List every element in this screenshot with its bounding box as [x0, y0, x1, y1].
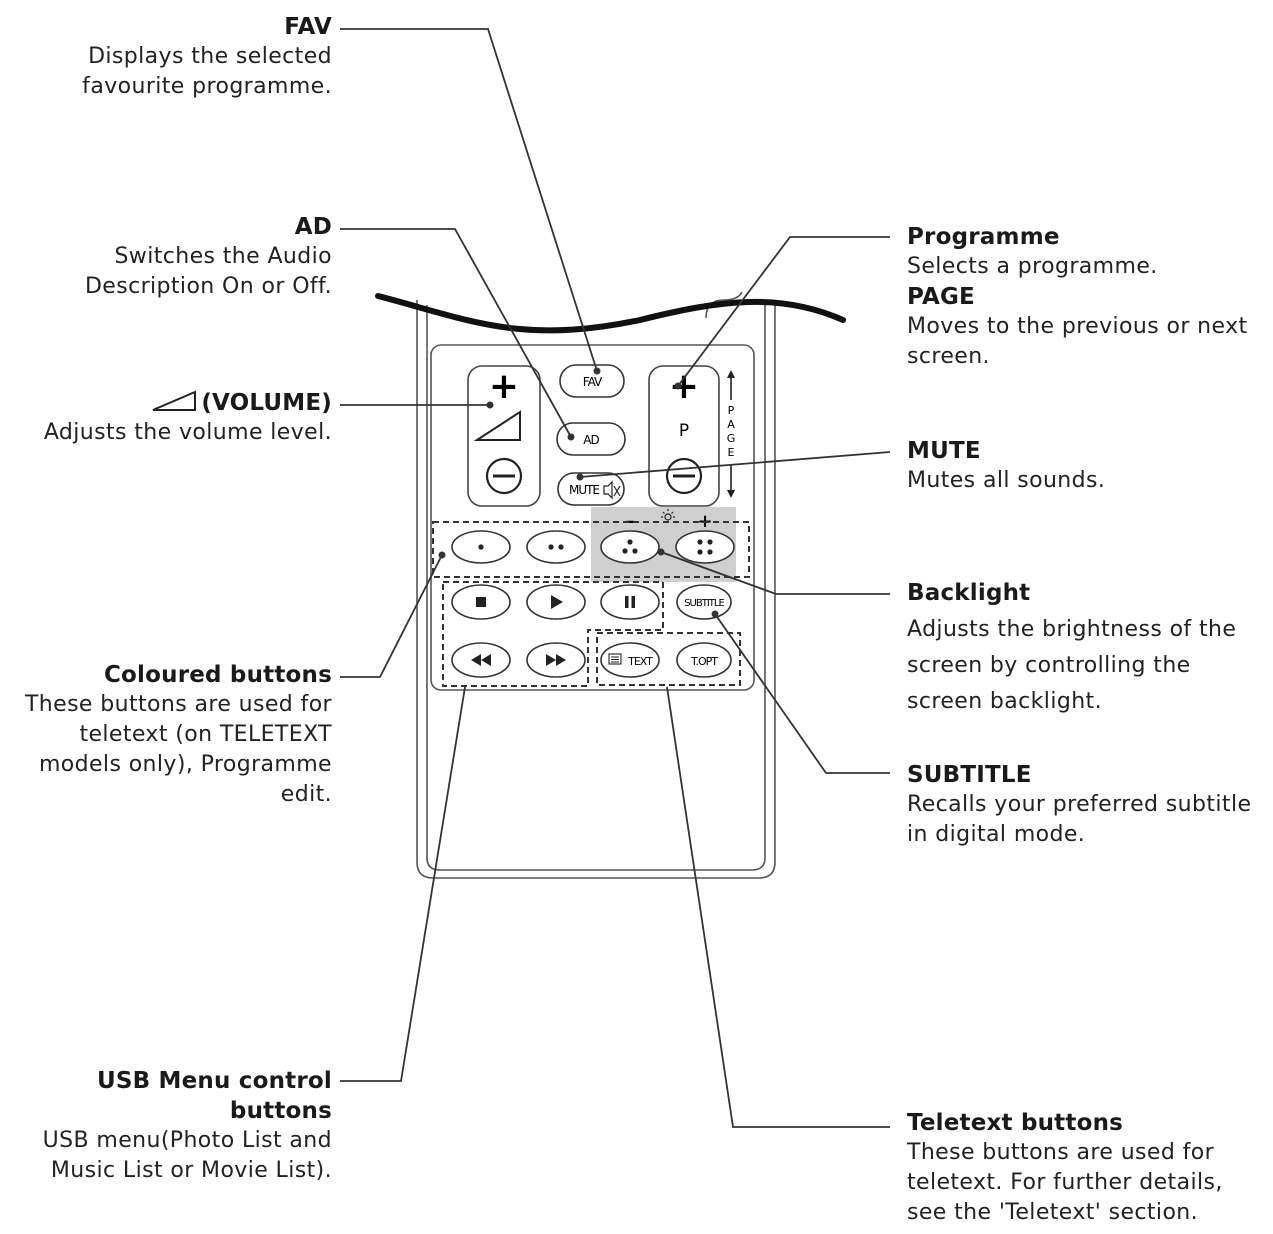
label-backlight-title: Backlight [907, 580, 1031, 606]
programme-leader [677, 236, 890, 387]
stop-icon [476, 597, 486, 607]
teletext-icon [608, 653, 622, 665]
fast-forward-icon [546, 654, 566, 666]
page-letter-g: G [727, 432, 736, 445]
label-ad: AD Switches the Audio Description On or … [40, 212, 332, 302]
fav-key: FAV [559, 364, 625, 398]
label-programme: Programme Selects a programme. PAGE Move… [907, 222, 1269, 372]
mute-key: MUTE [557, 472, 625, 506]
page-letter-p: P [728, 404, 735, 417]
fav-leader [340, 28, 598, 372]
rewind-icon [471, 654, 491, 666]
programme-rocker: + P [648, 365, 720, 507]
volume-ramp-icon [152, 390, 197, 411]
svg-text:MUTE: MUTE [569, 483, 599, 497]
label-coloured: Coloured buttons These buttons are used … [4, 660, 332, 810]
label-subtitle-title: SUBTITLE [907, 762, 1032, 788]
programme-p-glyph: P [679, 421, 689, 441]
programme-plus-glyph: + [669, 366, 699, 407]
backlight-leader [660, 551, 890, 595]
volume-rocker: + [467, 365, 541, 507]
ad-leader [340, 228, 572, 438]
svg-text:–: – [626, 511, 635, 532]
svg-text:AD: AD [583, 433, 599, 447]
label-usb-desc: USB menu(Photo List and Music List or Mo… [42, 1128, 332, 1183]
label-teletext-title: Teletext buttons [907, 1110, 1124, 1136]
label-subtitle-desc: Recalls your preferred subtitle in digit… [907, 792, 1252, 847]
dashed-group-outlines [432, 521, 750, 687]
cutaway-wave [375, 293, 846, 334]
label-fav-desc: Displays the selected favourite programm… [82, 44, 332, 99]
label-backlight-desc: Adjusts the brightness of the screen by … [907, 617, 1237, 714]
label-usb-title: USB Menu control buttons [96, 1068, 332, 1124]
label-programme-desc: Selects a programme. [907, 254, 1158, 279]
label-teletext-desc: These buttons are used for teletext. For… [907, 1140, 1223, 1225]
label-usb: USB Menu control buttons USB menu(Photo … [10, 1066, 332, 1186]
label-volume-desc: Adjusts the volume level. [43, 420, 332, 445]
subtitle-leader [714, 613, 890, 774]
label-coloured-title: Coloured buttons [103, 662, 332, 688]
mute-speaker-icon [603, 480, 621, 500]
play-icon [551, 595, 563, 609]
label-teletext: Teletext buttons These buttons are used … [907, 1108, 1247, 1228]
mute-leader [579, 451, 891, 478]
label-page-title: PAGE [907, 284, 975, 310]
coloured-button-row [451, 530, 735, 564]
label-page-desc: Moves to the previous or next screen. [907, 314, 1248, 369]
leader-lines [340, 28, 891, 1128]
teletext-leader [666, 686, 890, 1128]
sun-icon [661, 509, 675, 521]
pause-icon [625, 596, 629, 608]
label-volume: (VOLUME) Adjusts the volume level. [10, 388, 332, 448]
label-fav-title: FAV [284, 14, 332, 40]
label-subtitle: SUBTITLE Recalls your preferred subtitle… [907, 760, 1269, 850]
volume-ramp-icon [473, 410, 521, 441]
label-mute: MUTE Mutes all sounds. [907, 436, 1267, 496]
label-fav: FAV Displays the selected favourite prog… [60, 12, 332, 102]
remote-body [416, 291, 776, 879]
volume-plus-glyph: + [489, 366, 519, 407]
usb-leader [340, 686, 466, 1082]
label-programme-title: Programme [907, 224, 1060, 250]
label-backlight: Backlight Adjusts the brightness of the … [907, 578, 1267, 720]
label-mute-desc: Mutes all sounds. [907, 468, 1106, 493]
ad-key: AD [556, 422, 626, 456]
label-ad-desc: Switches the Audio Description On or Off… [84, 244, 332, 299]
subtitle-key: SUBTITLE [676, 584, 732, 620]
label-volume-title: (VOLUME) [201, 390, 332, 416]
svg-text:TEXT: TEXT [627, 655, 653, 668]
page-letter-e: E [728, 446, 735, 459]
page-indicator: P A G E [727, 370, 736, 498]
coloured-leader [340, 554, 443, 678]
svg-text:FAV: FAV [583, 375, 603, 389]
label-coloured-desc: These buttons are used for teletext (on … [24, 692, 332, 807]
page-letter-a: A [727, 418, 735, 431]
label-mute-title: MUTE [907, 438, 981, 464]
teletext-keys: TEXT T.OPT [600, 642, 732, 678]
label-ad-title: AD [294, 214, 332, 240]
svg-text:SUBTITLE: SUBTITLE [684, 598, 724, 609]
usb-button-group [451, 584, 660, 678]
svg-text:T.OPT: T.OPT [690, 655, 718, 668]
